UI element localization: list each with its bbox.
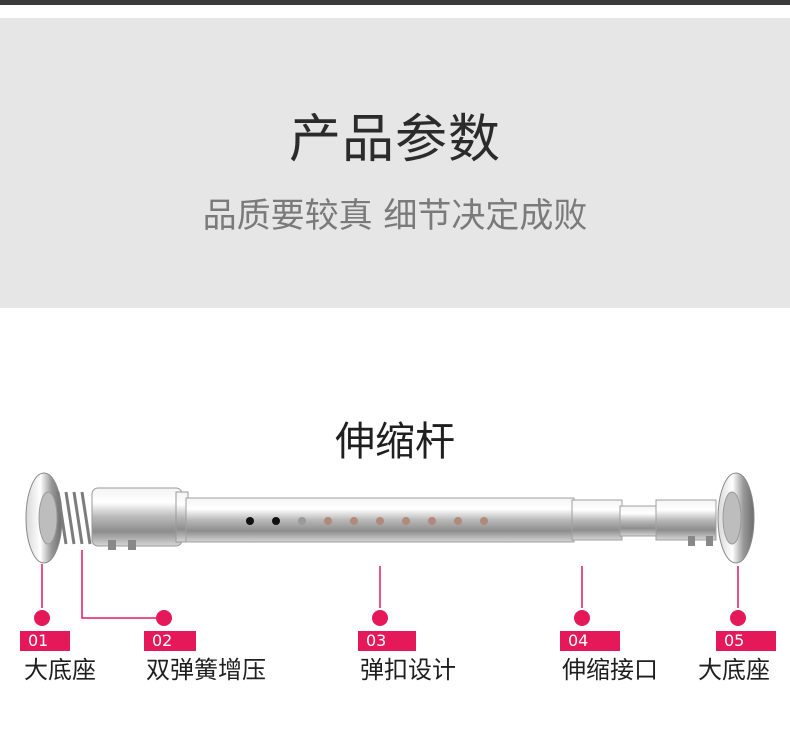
screw-4: [706, 536, 713, 546]
callout-lines: [34, 550, 746, 626]
label-05: 大底座: [698, 656, 770, 684]
outer-tube: [91, 487, 183, 547]
banner-title: 产品参数: [288, 110, 501, 170]
right-base-inner: [722, 491, 742, 545]
spring-button-holes: [246, 517, 488, 525]
callout-dot-04: [574, 610, 590, 626]
banner-subtitle: 品质要较真 细节决定成败: [202, 196, 588, 236]
screw-2: [128, 540, 136, 550]
label-02: 双弹簧增压: [146, 656, 266, 684]
badge-03: 03: [358, 631, 416, 651]
badge-04: 04: [560, 631, 620, 651]
callout-dot-02: [156, 610, 172, 626]
top-divider-bar: [0, 0, 790, 5]
badge-02: 02: [144, 631, 196, 651]
callout-dot-03: [372, 610, 388, 626]
callout-dot-01: [34, 610, 50, 626]
telescopic-joint: [571, 499, 623, 541]
left-base-inner: [38, 491, 58, 545]
product-title: 伸缩杆: [335, 419, 455, 465]
right-tube: [655, 499, 717, 541]
screw-3: [688, 536, 695, 546]
badge-05: 05: [716, 631, 776, 651]
label-03: 弹扣设计: [360, 656, 456, 684]
double-spring: [56, 491, 92, 545]
callout-dot-05: [730, 610, 746, 626]
telescopic-rod-image: [25, 472, 755, 564]
badge-01: 01: [20, 631, 70, 651]
label-04: 伸缩接口: [562, 656, 658, 684]
header-banner: [0, 18, 790, 308]
inner-tube: [619, 505, 661, 537]
screw-1: [108, 540, 116, 550]
label-01: 大底座: [24, 656, 96, 684]
